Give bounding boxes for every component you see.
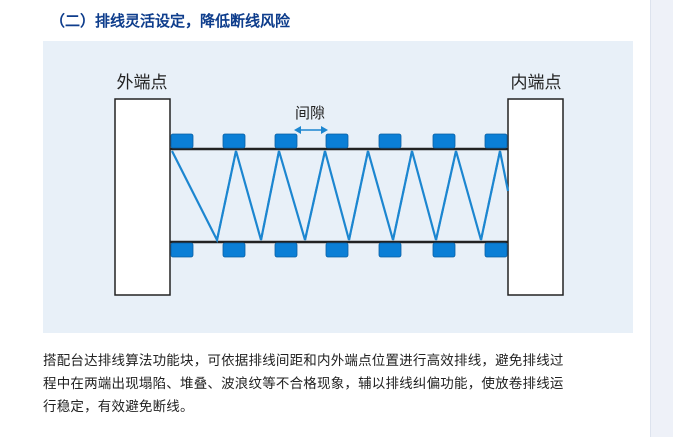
paragraph-line: 搭配台达排线算法功能块，可依据排线间距和内外端点位置进行高效排线，避免排线过	[43, 353, 564, 369]
wire-block	[222, 133, 246, 149]
paragraph-line: 程中在两端出现塌陷、堆叠、波浪纹等不合格现象，辅以排线纠偏功能，使放卷排线运	[43, 376, 564, 392]
gap-arrow-icon	[294, 126, 328, 134]
wire-block	[378, 133, 402, 149]
content-panel: （二）排线灵活设定，降低断线风险 外端点 内端点 间隙	[43, 12, 633, 419]
right-side-panel	[650, 0, 673, 437]
description-paragraph: 搭配台达排线算法功能块，可依据排线间距和内外端点位置进行高效排线，避免排线过 程…	[43, 350, 631, 419]
outer-end-block	[114, 98, 171, 296]
wire-block	[325, 133, 349, 149]
wire-block	[325, 242, 349, 258]
wire-block	[484, 133, 508, 149]
outer-end-label: 外端点	[117, 73, 168, 93]
wire-block	[170, 133, 194, 149]
wiring-diagram-svg: 外端点 内端点 间隙	[114, 73, 564, 296]
bottom-blocks	[170, 242, 508, 258]
wire-path-solid	[171, 150, 510, 244]
inner-end-block	[507, 98, 564, 296]
paragraph-line: 行稳定，有效避免断线。	[43, 399, 194, 415]
wire-block	[378, 242, 402, 258]
wire-block	[432, 242, 456, 258]
wire-path-dashed	[216, 150, 501, 241]
wire-block	[432, 133, 456, 149]
wire-block	[274, 133, 298, 149]
gap-label: 间隙	[295, 104, 325, 122]
wire-block	[484, 242, 508, 258]
wiring-diagram: 外端点 内端点 间隙	[43, 41, 633, 333]
section-title: （二）排线灵活设定，降低断线风险	[50, 12, 291, 30]
wire-block	[274, 242, 298, 258]
wire-block	[222, 242, 246, 258]
top-blocks	[170, 133, 508, 149]
inner-end-label: 内端点	[511, 73, 562, 93]
wire-block	[170, 242, 194, 258]
